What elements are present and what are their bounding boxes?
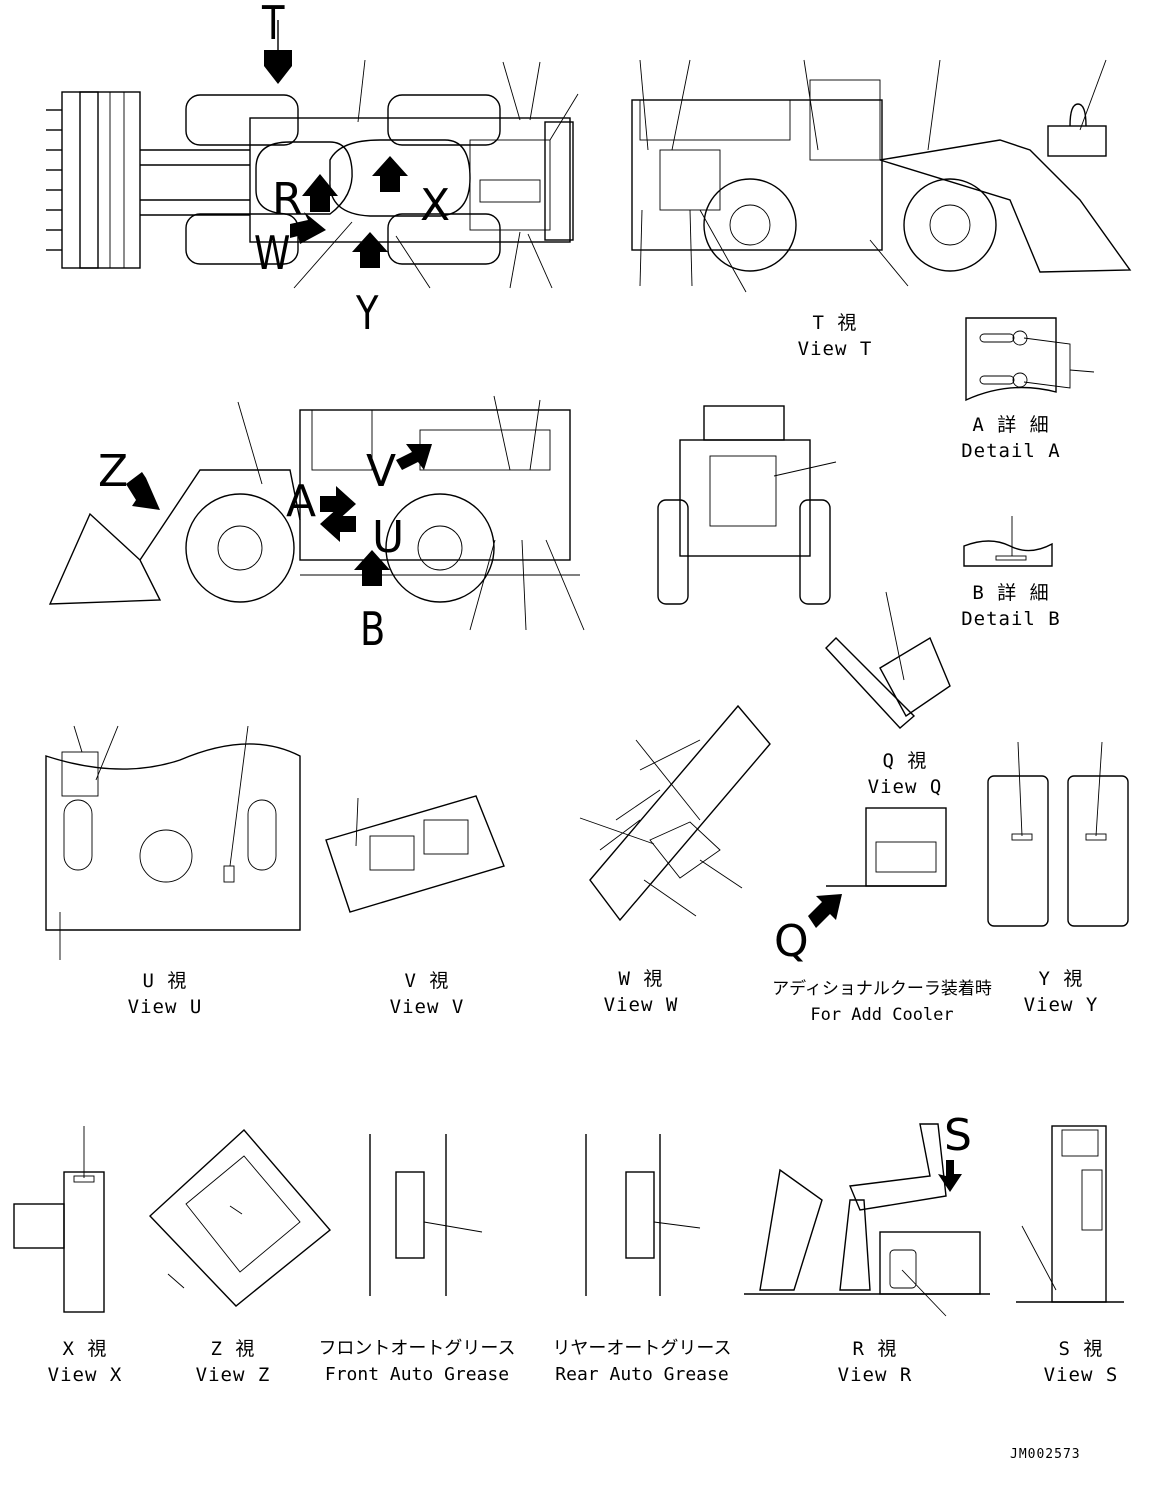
view-t-drawing <box>631 59 1132 293</box>
svg-text:A: A <box>286 476 316 527</box>
add-cooler-drawing: Q <box>774 807 947 967</box>
side-view-drawing: Z A V U <box>48 395 585 631</box>
svg-text:X: X <box>420 180 450 231</box>
front-grease-drawing <box>369 1134 483 1296</box>
rear-grease-drawing <box>585 1134 701 1296</box>
top-plan-view: R X <box>46 20 579 289</box>
view-q-drawing <box>825 591 951 729</box>
svg-text:U: U <box>372 512 404 563</box>
detail-b-drawing <box>963 516 1053 567</box>
view-w-drawing <box>579 704 771 922</box>
view-x-drawing <box>13 1126 105 1313</box>
detail-a-drawing <box>965 317 1095 402</box>
svg-text:Z: Z <box>98 446 128 497</box>
view-y-drawing <box>987 741 1129 927</box>
view-u-drawing <box>45 725 301 960</box>
view-r-drawing: S <box>744 1110 990 1317</box>
svg-text:Q: Q <box>774 916 809 967</box>
svg-text:S: S <box>944 1110 972 1161</box>
svg-text:V: V <box>366 446 396 497</box>
svg-text:R: R <box>272 174 303 225</box>
view-v-drawing <box>325 795 505 913</box>
view-letter-t: T <box>262 0 285 50</box>
view-letter-w: W <box>254 226 291 280</box>
view-z-drawing <box>148 1128 332 1307</box>
view-letter-y: Y <box>356 286 379 340</box>
document-code: JM002573 <box>1010 1447 1081 1462</box>
rear-view-drawing <box>657 405 837 605</box>
view-letter-b: B <box>360 602 386 656</box>
view-s-drawing <box>1016 1125 1124 1303</box>
